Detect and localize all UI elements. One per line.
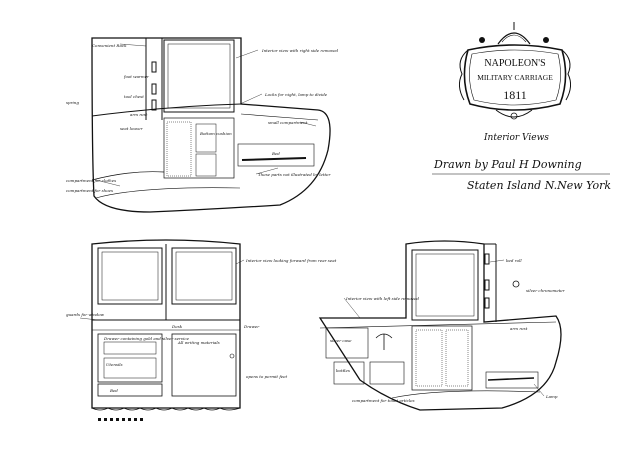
- top-note-2: tool chest: [124, 94, 144, 99]
- credits-drawn-by: Drawn by Paul H Downing: [433, 158, 582, 171]
- right-caption: Interior view with left side removed: [345, 296, 419, 301]
- view-front-elevation: [91, 239, 241, 421]
- front-note-1: Desk: [171, 324, 183, 329]
- view-right-side-profile: [318, 240, 562, 411]
- front-note-3: Utensils: [106, 362, 123, 367]
- cartouche-line2: MILITARY CARRIAGE: [477, 73, 553, 82]
- top-note-0: Convenient Rack: [92, 43, 127, 48]
- credits-block: Interior Views Drawn by Paul H Downing S…: [432, 133, 611, 192]
- right-note-5: compartment for toilet articles: [352, 398, 415, 403]
- right-note-0: bed roll: [506, 258, 522, 263]
- front-caption: Interior view looking forward from rear …: [245, 258, 337, 263]
- view-top-side-profile: [91, 37, 331, 213]
- top-note-8: Bed: [271, 151, 280, 156]
- title-cartouche: NAPOLEON'S MILITARY CARRIAGE 1811: [458, 22, 572, 120]
- top-note-12: arm rest: [130, 112, 148, 117]
- cartouche-year: 1811: [503, 88, 527, 102]
- right-note-2: arm rest: [510, 326, 528, 331]
- cartouche-line1: NAPOLEON'S: [484, 58, 545, 69]
- top-note-5: seat louver: [120, 126, 144, 131]
- top-note-1: foot warmer: [123, 74, 150, 79]
- right-note-3: silver case: [330, 338, 352, 343]
- top-note-6: Bottom cushion: [199, 131, 232, 136]
- front-note-6: Drawer: [243, 324, 260, 329]
- credits-place: Staten Island N.New York: [467, 179, 611, 192]
- right-note-4: bottles: [336, 368, 350, 373]
- front-note-5: All writing materials: [177, 340, 220, 345]
- top-caption: Interior view with right side removed: [261, 48, 339, 53]
- leader-lines: [79, 43, 545, 397]
- view-top-notes: Interior view with right side removed Co…: [66, 43, 339, 193]
- top-note-4: small compartment: [268, 120, 308, 125]
- front-note-2: Drawer containing gold and silver servic…: [103, 336, 190, 341]
- credits-subtitle: Interior Views: [483, 133, 549, 143]
- top-note-7: compartment for clothes: [66, 178, 116, 183]
- top-note-10: These parts not illustrated by letter: [258, 172, 331, 177]
- top-note-9: compartment for shoes: [66, 188, 113, 193]
- front-note-0: guards for window: [66, 312, 105, 317]
- top-note-3: Locks for night, lamp to divide: [264, 92, 328, 97]
- front-note-4: Bed: [109, 388, 118, 393]
- right-note-6: Lamp: [545, 394, 558, 399]
- right-note-1: silver chronometer: [526, 288, 566, 293]
- view-right-notes: Interior view with left side removed bed…: [330, 258, 566, 403]
- view-front-notes: Interior view looking forward from rear …: [66, 258, 337, 393]
- top-note-11: spring: [66, 100, 79, 105]
- front-note-7: opens to permit feet: [246, 374, 288, 379]
